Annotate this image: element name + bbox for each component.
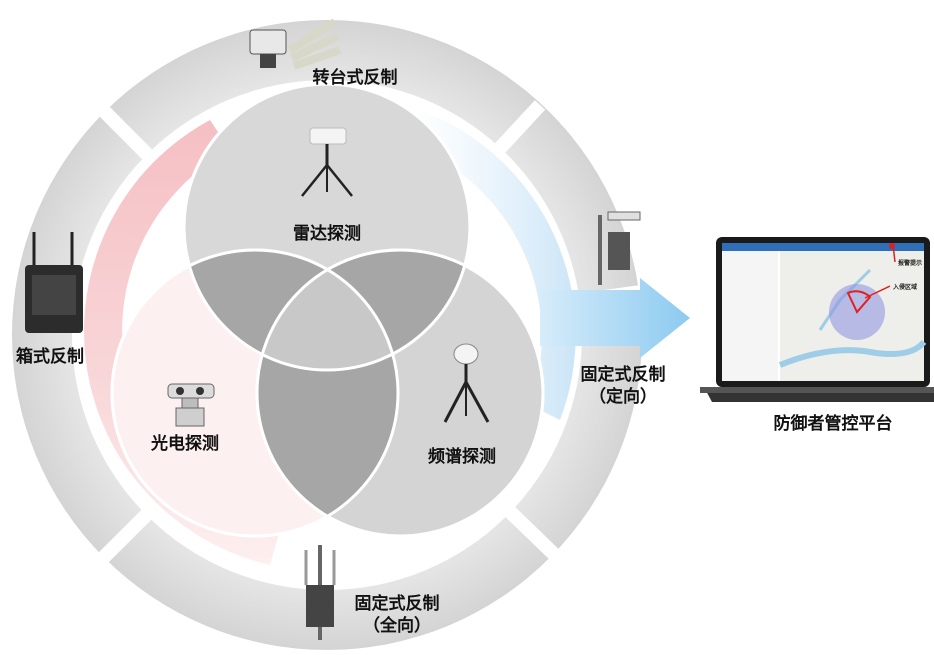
venn-outlines xyxy=(110,82,545,538)
fixed-directional-jammer-icon xyxy=(598,211,641,285)
radar-tripod-icon xyxy=(301,127,353,197)
platform-caption: 防御者管控平台 xyxy=(773,414,893,434)
arrow-to-platform xyxy=(540,278,690,358)
box-jammer-icon xyxy=(25,232,83,333)
radar-label: 雷达探测 xyxy=(293,224,361,244)
box-jammer-label: 箱式反制 xyxy=(16,347,84,367)
electro-optical-label: 光电探测 xyxy=(151,434,219,454)
turntable-jammer-icon xyxy=(249,18,342,70)
fixed-omni-jammer-icon xyxy=(304,545,336,640)
center-overlap xyxy=(257,250,398,370)
screen-alarm-label: 报警提示 xyxy=(898,260,923,267)
laptop-icon xyxy=(700,237,934,402)
fixed-directional-label-line1: 固定式反制 xyxy=(580,365,666,385)
turntable-label: 转台式反制 xyxy=(312,68,398,88)
fixed-omni-label-line2: （全向） xyxy=(363,616,431,636)
electro-optical-camera-icon xyxy=(167,383,215,427)
spectrum-label: 频谱探测 xyxy=(428,447,496,467)
fixed-omni-label-line1: 固定式反制 xyxy=(354,594,440,614)
screen-intrusion-label: 入侵区域 xyxy=(893,284,918,291)
spectrum-tripod-icon xyxy=(443,343,490,423)
fixed-directional-label-line2: （定向） xyxy=(589,387,657,407)
